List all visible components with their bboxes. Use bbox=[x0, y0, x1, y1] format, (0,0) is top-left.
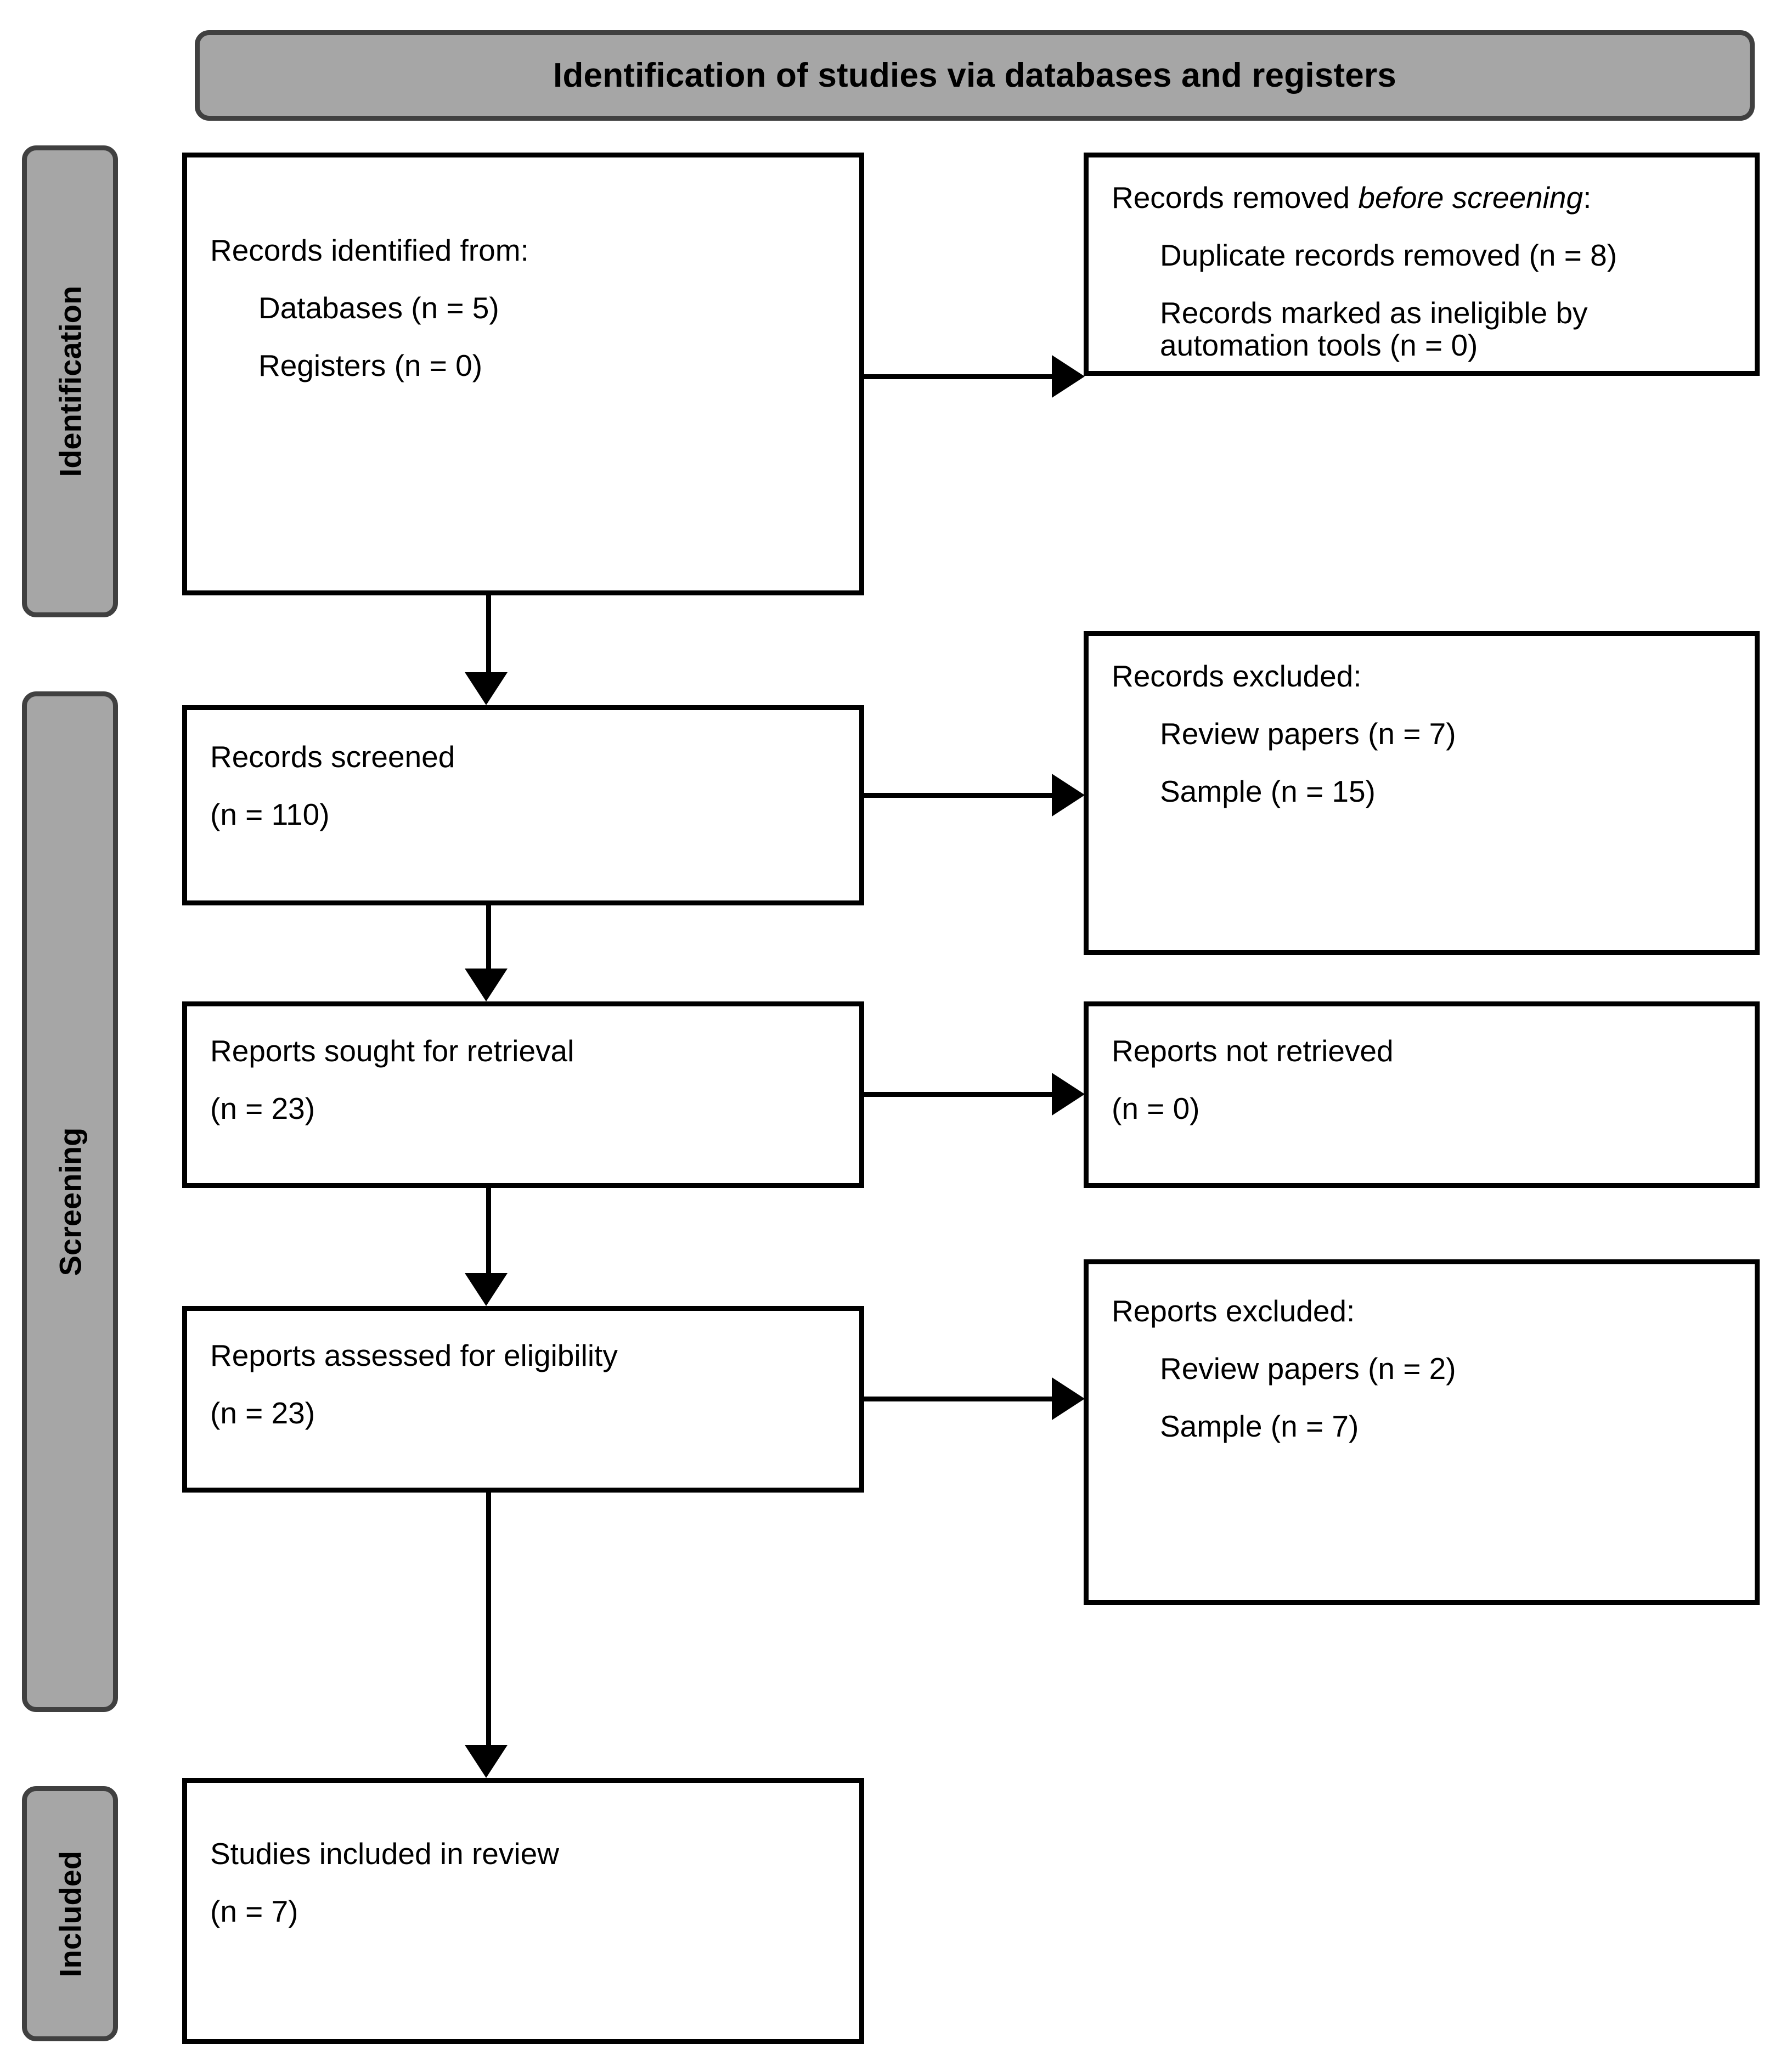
stage-pill-included: Included bbox=[22, 1786, 118, 2041]
box-reports-assessed-for-eligibility: Reports assessed for eligibility (n = 23… bbox=[182, 1306, 864, 1493]
stage-label-screening: Screening bbox=[53, 1127, 87, 1276]
arrow-identified-to-screened-head bbox=[465, 672, 508, 705]
heading-emphasis: before screening bbox=[1358, 181, 1584, 215]
box-item-duplicates: Duplicate records removed (n = 8) bbox=[1160, 238, 1618, 272]
arrow-screened-to-sought-head bbox=[465, 969, 508, 1001]
stage-pill-identification: Identification bbox=[22, 145, 118, 617]
box-heading: Records identified from: bbox=[210, 233, 529, 267]
arrow-assessed-to-reports-excluded-head bbox=[1052, 1377, 1085, 1420]
box-reports-excluded: Reports excluded: Review papers (n = 2) … bbox=[1084, 1259, 1760, 1605]
box-count: (n = 23) bbox=[210, 1395, 315, 1430]
box-heading: Reports excluded: bbox=[1112, 1294, 1355, 1328]
box-count: (n = 7) bbox=[210, 1894, 298, 1928]
arrow-sought-to-not-retrieved-line bbox=[864, 1092, 1052, 1097]
box-heading: Records excluded: bbox=[1112, 659, 1362, 693]
box-studies-included-in-review: Studies included in review (n = 7) bbox=[182, 1778, 864, 2044]
box-records-identified: Records identified from: Databases (n = … bbox=[182, 153, 864, 595]
box-item-review-papers: Review papers (n = 2) bbox=[1160, 1351, 1456, 1386]
arrow-identified-to-screened-line bbox=[486, 595, 491, 672]
heading-prefix: Records removed bbox=[1112, 181, 1359, 215]
arrow-assessed-to-included-line bbox=[486, 1493, 491, 1745]
box-reports-sought-for-retrieval: Reports sought for retrieval (n = 23) bbox=[182, 1001, 864, 1188]
arrow-sought-to-assessed-head bbox=[465, 1273, 508, 1306]
box-count: (n = 110) bbox=[210, 797, 330, 831]
box-item-review-papers: Review papers (n = 7) bbox=[1160, 716, 1456, 751]
box-heading: Reports not retrieved bbox=[1112, 1034, 1394, 1068]
box-item-sample: Sample (n = 7) bbox=[1160, 1409, 1359, 1443]
box-item-sample: Sample (n = 15) bbox=[1160, 774, 1376, 808]
box-item-registers: Registers (n = 0) bbox=[258, 348, 483, 382]
arrow-sought-to-not-retrieved-head bbox=[1052, 1073, 1085, 1116]
diagram-title: Identification of studies via databases … bbox=[553, 57, 1396, 94]
diagram-header-banner: Identification of studies via databases … bbox=[195, 30, 1755, 121]
arrow-screened-to-sought-line bbox=[486, 905, 491, 969]
box-heading: Reports sought for retrieval bbox=[210, 1034, 574, 1068]
box-heading: Reports assessed for eligibility bbox=[210, 1338, 618, 1372]
arrow-screened-to-records-excluded-line bbox=[864, 793, 1052, 798]
arrow-screened-to-records-excluded-head bbox=[1052, 774, 1085, 817]
stage-label-included: Included bbox=[53, 1850, 87, 1977]
stage-pill-screening: Screening bbox=[22, 691, 118, 1712]
box-heading: Records removed before screening: bbox=[1112, 182, 1732, 214]
box-count: (n = 0) bbox=[1112, 1091, 1200, 1125]
box-item-automation: Records marked as ineligible by automati… bbox=[1160, 295, 1588, 362]
heading-suffix: : bbox=[1583, 181, 1592, 215]
box-item-databases: Databases (n = 5) bbox=[258, 290, 499, 325]
stage-label-identification: Identification bbox=[53, 285, 87, 477]
arrow-identified-to-removed-head bbox=[1052, 355, 1085, 398]
box-reports-not-retrieved: Reports not retrieved (n = 0) bbox=[1084, 1001, 1760, 1188]
arrow-identified-to-removed-line bbox=[864, 374, 1052, 379]
box-count: (n = 23) bbox=[210, 1091, 315, 1125]
box-records-excluded: Records excluded: Review papers (n = 7) … bbox=[1084, 631, 1760, 955]
arrow-assessed-to-included-head bbox=[465, 1745, 508, 1778]
arrow-sought-to-assessed-line bbox=[486, 1188, 491, 1273]
box-records-screened: Records screened (n = 110) bbox=[182, 705, 864, 905]
arrow-assessed-to-reports-excluded-line bbox=[864, 1397, 1052, 1401]
box-heading: Records screened bbox=[210, 740, 455, 774]
box-heading: Studies included in review bbox=[210, 1837, 559, 1871]
box-records-removed-before-screening: Records removed before screening: Duplic… bbox=[1084, 153, 1760, 376]
